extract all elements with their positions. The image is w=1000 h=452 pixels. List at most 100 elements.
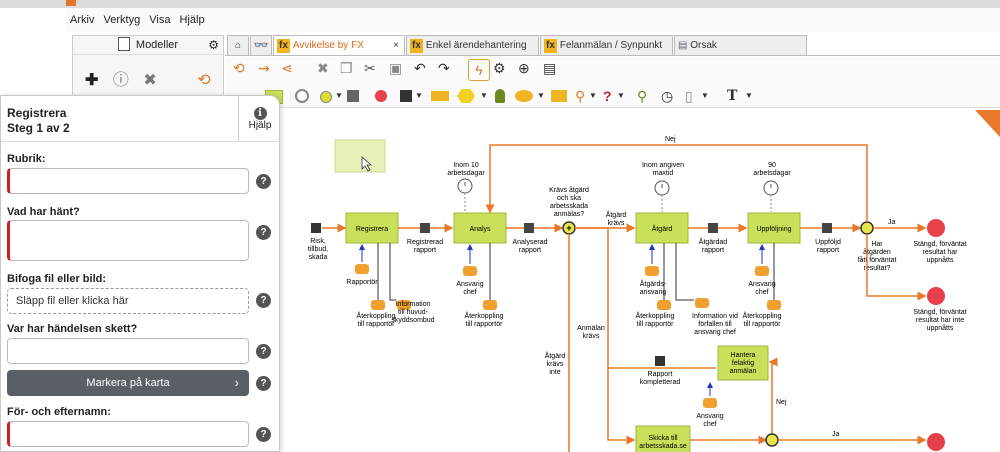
add-icon[interactable]: ✚ xyxy=(85,72,99,89)
end-shape-icon[interactable] xyxy=(375,90,387,102)
gateway-shape-icon[interactable] xyxy=(295,89,309,103)
delete-icon[interactable]: ✖ xyxy=(143,72,157,89)
chevron-down-icon[interactable]: ▼ xyxy=(480,91,488,100)
menu-hjalp[interactable]: Hjälp xyxy=(179,14,205,26)
participant-information xyxy=(389,243,411,310)
actor-label: Rapportör xyxy=(346,279,378,286)
chevron-down-icon[interactable]: ▼ xyxy=(589,91,597,100)
chevron-down-icon[interactable]: ▼ xyxy=(335,91,343,100)
task-atgard[interactable] xyxy=(635,212,689,244)
help-icon[interactable]: ? xyxy=(256,293,271,308)
close-icon[interactable]: × xyxy=(393,40,399,51)
document-icon xyxy=(117,37,130,51)
file-drop-zone[interactable]: Släpp fil eller klicka här xyxy=(7,288,249,314)
name-input[interactable] xyxy=(7,421,249,447)
tab-label: Avvikelse by FX xyxy=(292,40,364,51)
map-button[interactable]: Markera på karta › xyxy=(7,370,249,396)
task-uppfoljning[interactable] xyxy=(747,212,801,244)
chevron-right-icon: › xyxy=(234,375,239,390)
menu-verktyg[interactable]: Verktyg xyxy=(103,14,141,26)
paste-icon[interactable]: ▣ xyxy=(389,60,403,76)
database-icon[interactable]: ▯ xyxy=(685,88,693,104)
map-button-label: Markera på karta xyxy=(86,377,170,389)
stop-shape-icon[interactable] xyxy=(400,90,412,102)
menu-arkiv[interactable]: Arkiv xyxy=(70,14,95,26)
hexagon-shape-icon[interactable] xyxy=(457,89,475,103)
text-tool-icon[interactable]: T xyxy=(727,88,738,104)
copy-icon[interactable]: ❐ xyxy=(340,60,353,76)
window-top-bar xyxy=(0,0,1000,8)
sync-icon[interactable]: ⟲ xyxy=(197,72,211,89)
chevron-down-icon[interactable]: ▼ xyxy=(617,91,625,100)
ellipse-shape-icon[interactable] xyxy=(515,90,533,102)
tab-home[interactable]: ⌂ xyxy=(227,35,249,55)
gateway-lower[interactable] xyxy=(765,433,779,447)
registration-form-panel: Registrera Steg 1 av 2 i Hjälp Rubrik: ?… xyxy=(0,95,280,452)
end-event[interactable] xyxy=(927,433,945,451)
data-object xyxy=(822,223,832,233)
task-registrera[interactable] xyxy=(345,212,399,244)
process-diagram-canvas[interactable]: Risk,tillbud,skada Registrera Registrera… xyxy=(282,110,1000,452)
delete-icon[interactable]: ✖ xyxy=(317,60,329,76)
menu-visa[interactable]: Visa xyxy=(149,14,171,26)
info-icon[interactable]: ⓘ xyxy=(112,72,129,89)
help-icon[interactable]: ? xyxy=(256,344,271,359)
redo-icon[interactable]: ↷ xyxy=(438,60,450,76)
rubrik-input[interactable] xyxy=(7,168,249,194)
vad-har-hant-textarea[interactable] xyxy=(7,220,249,261)
selection-placeholder xyxy=(334,139,386,173)
actor-label: Åtgärds-ansvarig xyxy=(640,279,667,296)
chevron-down-icon[interactable]: ▼ xyxy=(745,91,753,100)
gear-icon[interactable]: ⚙ xyxy=(208,38,219,52)
chevron-down-icon[interactable]: ▼ xyxy=(537,91,545,100)
help-icon[interactable]: ? xyxy=(256,427,271,442)
sync-icon[interactable]: ⟲ xyxy=(233,60,245,76)
link-icon[interactable]: ⇝ xyxy=(258,60,270,76)
participant-aterkoppling xyxy=(371,243,385,310)
rectangle-shape-icon[interactable] xyxy=(551,90,567,102)
help-icon[interactable]: ? xyxy=(256,225,271,240)
tab-orsak[interactable]: ▤ Orsak xyxy=(674,35,807,55)
help-button[interactable]: i Hjälp xyxy=(238,96,281,141)
end-event[interactable] xyxy=(927,287,945,305)
arrow-shape-icon[interactable] xyxy=(431,91,449,101)
clock-icon[interactable]: ◷ xyxy=(661,88,674,104)
event-shape-icon[interactable] xyxy=(320,91,332,103)
participant-ansvarig-chef xyxy=(463,244,477,276)
question-icon[interactable]: ? xyxy=(603,88,612,104)
gateway-result[interactable] xyxy=(860,221,874,235)
form-title: Registrera Steg 1 av 2 xyxy=(7,106,70,136)
share-icon[interactable]: ⋖ xyxy=(281,60,293,76)
task-hantera-felaktig[interactable] xyxy=(717,345,769,381)
zoom-icon[interactable]: ⊕ xyxy=(518,60,530,76)
person-shape-icon[interactable] xyxy=(495,89,505,103)
location-icon[interactable]: ⚲ xyxy=(637,88,648,104)
location-input[interactable] xyxy=(7,338,249,364)
task-label: Analys xyxy=(469,226,491,233)
undo-icon[interactable]: ↶ xyxy=(414,60,426,76)
start-event[interactable] xyxy=(311,223,321,233)
task-skicka[interactable] xyxy=(635,425,691,452)
end-event[interactable] xyxy=(927,219,945,237)
tab-search[interactable]: 👓 xyxy=(250,35,272,55)
data-shape-icon[interactable] xyxy=(347,90,359,102)
chevron-down-icon[interactable]: ▼ xyxy=(415,91,423,100)
panel-icon[interactable]: ▤ xyxy=(543,60,557,76)
chevron-down-icon[interactable]: ▼ xyxy=(701,91,709,100)
cut-icon[interactable]: ✂ xyxy=(364,60,376,76)
plus-icon: + xyxy=(566,223,571,233)
lightning-icon[interactable]: ϟ xyxy=(468,59,490,81)
human-icon[interactable]: ⚲ xyxy=(575,88,586,104)
help-icon[interactable]: ? xyxy=(256,376,271,391)
help-icon[interactable]: ? xyxy=(256,174,271,189)
gear-icon[interactable]: ⚙ xyxy=(493,60,506,76)
